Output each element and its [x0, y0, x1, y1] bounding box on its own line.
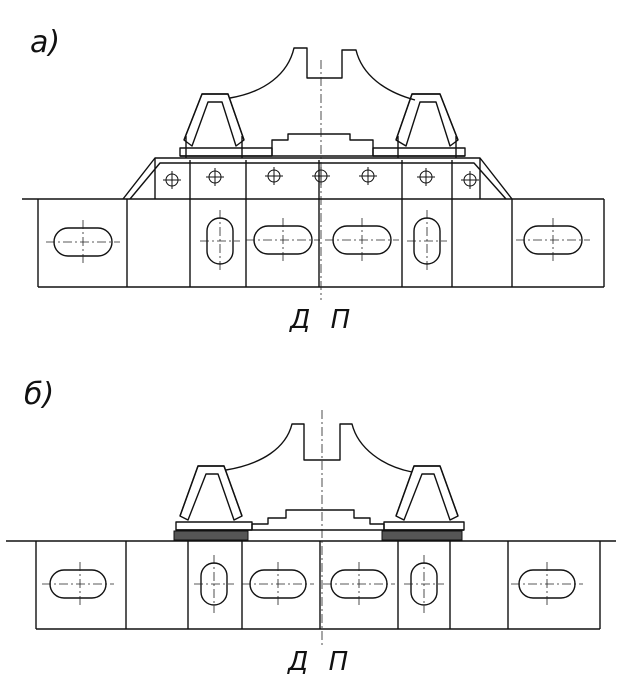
- view-b-lightening-holes: [42, 555, 583, 613]
- view-a-raised-foundation: [122, 157, 513, 200]
- view-b-machine-housing: [175, 423, 465, 531]
- view-b: б): [6, 377, 616, 677]
- view-a-lightening-holes: [46, 210, 590, 272]
- view-a: а): [22, 25, 605, 335]
- view-b-label: б): [24, 377, 54, 412]
- view-a-centerline-label: Д П: [289, 305, 356, 335]
- view-b-floor-structure: [6, 540, 616, 630]
- view-a-machine-housing: [179, 47, 466, 158]
- view-a-floor-structure: [22, 160, 605, 288]
- view-b-chock-pads: [173, 530, 463, 541]
- view-b-centerline-label: Д П: [287, 647, 354, 677]
- view-a-label: а): [30, 25, 60, 60]
